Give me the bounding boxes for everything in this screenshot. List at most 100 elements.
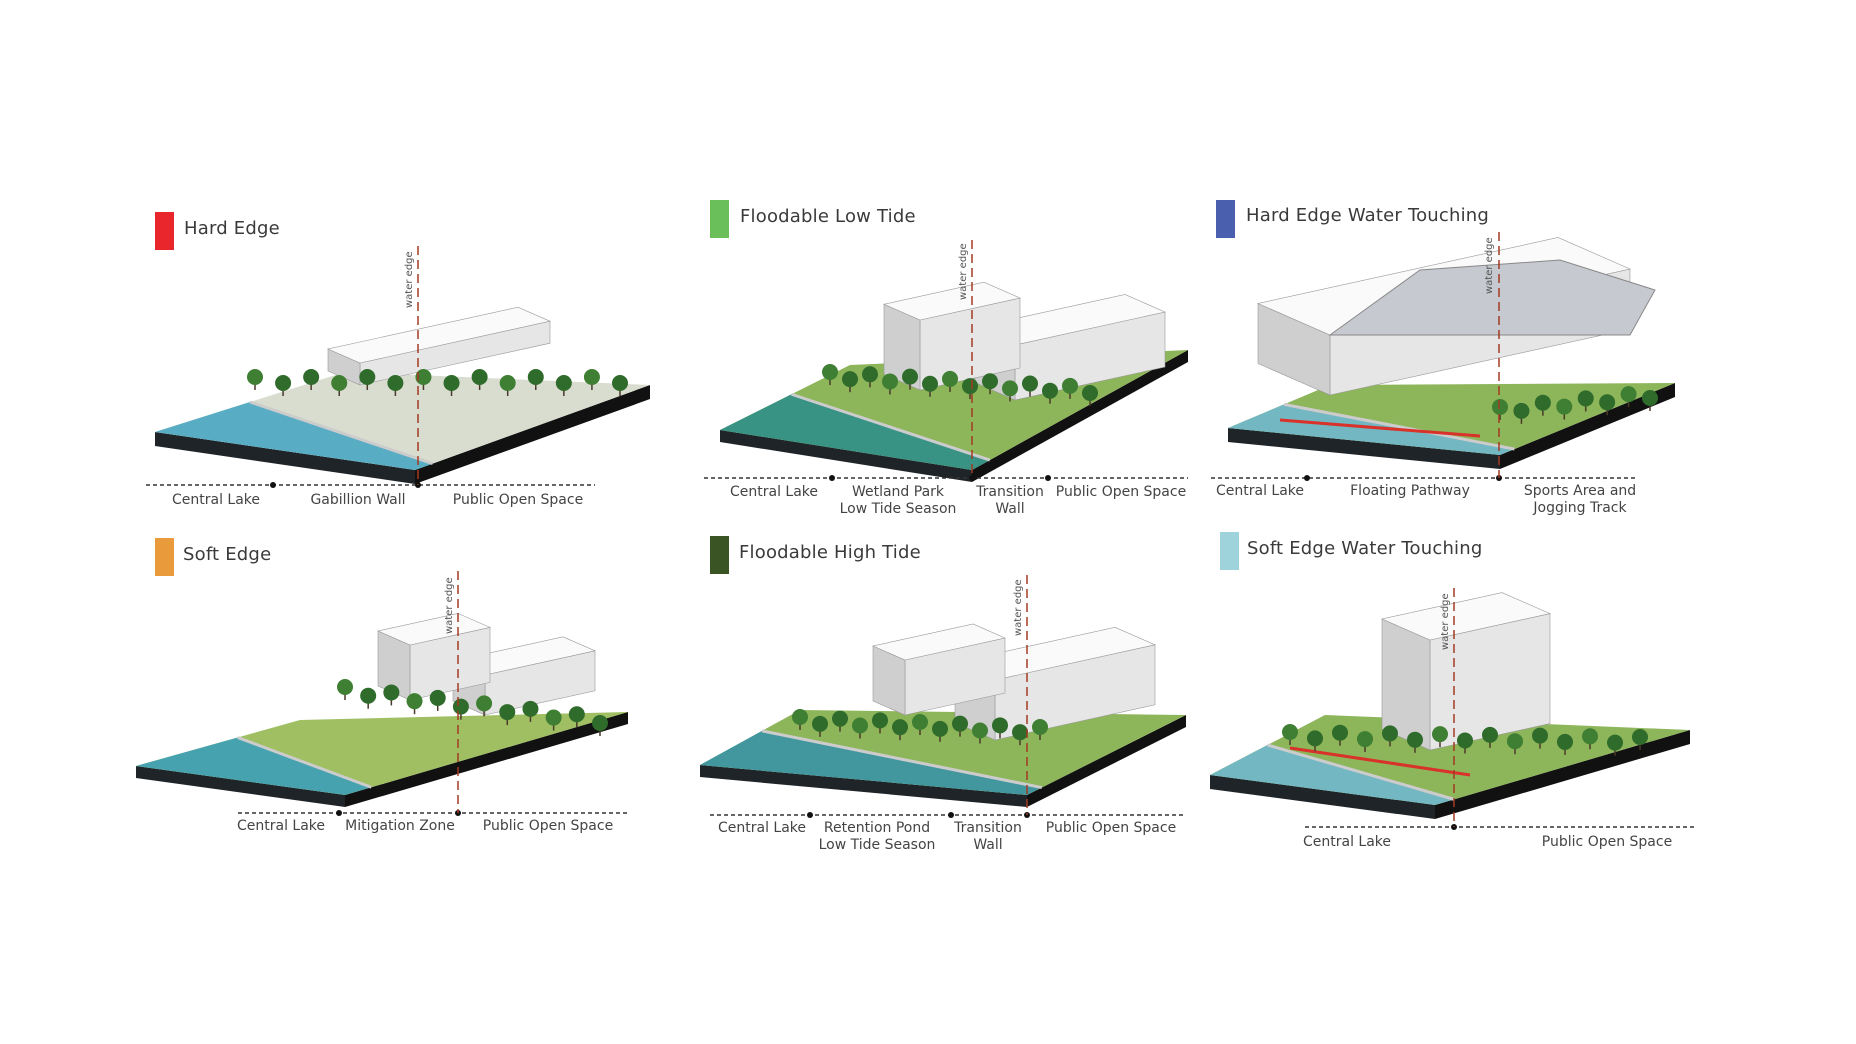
axis-marker (829, 475, 835, 481)
tree-icon (1532, 727, 1548, 744)
tree-icon (1357, 731, 1373, 748)
tree-icon (247, 369, 263, 385)
tree-icon (1382, 725, 1398, 742)
tree-icon (555, 375, 572, 391)
label-central-lake: Central Lake (717, 820, 807, 836)
tree-icon (499, 704, 516, 721)
axis-marker (948, 812, 954, 818)
slab-side (1435, 730, 1690, 819)
tree-icon (476, 695, 493, 712)
label-sports-area: Sports Area and Jogging Track (1523, 483, 1637, 516)
tree-icon (360, 687, 377, 704)
tree-icon (1307, 730, 1323, 747)
soft-edge-water-touching-swatch (1220, 532, 1239, 570)
axis-marker (336, 810, 342, 816)
pathway (1289, 746, 1471, 777)
tree-icon (1432, 726, 1448, 743)
tree-icon (912, 714, 928, 730)
tree-icon (443, 375, 460, 391)
tree-icon (1513, 402, 1530, 419)
label-central-lake: Central Lake (1302, 834, 1392, 850)
embankment (791, 392, 991, 462)
water-edge-label: water edge (1013, 579, 1024, 636)
embankment (249, 400, 434, 466)
tree-icon (568, 706, 585, 723)
tree-icon (383, 684, 400, 701)
tree-icon (1002, 380, 1018, 397)
tree-icon (1599, 394, 1616, 411)
embankment (761, 729, 1043, 790)
embankment (237, 736, 372, 789)
label-public-open-space: Public Open Space (1045, 820, 1177, 836)
axis-marker (1304, 475, 1310, 481)
water-surface (155, 402, 433, 470)
tree-icon (583, 369, 600, 385)
hard-edge-swatch (155, 212, 174, 250)
floodable-high-tide-swatch (710, 536, 729, 574)
water-surface (136, 737, 372, 795)
embankment (1283, 402, 1515, 451)
water-edge-label: water edge (958, 243, 969, 300)
tree-icon (1032, 719, 1048, 735)
label-central-lake: Central Lake (729, 484, 819, 500)
tree-icon (992, 717, 1008, 734)
panel-title-soft-edge-water-touching: Soft Edge Water Touching (1247, 538, 1483, 559)
hard-edge-water-touching-swatch (1216, 200, 1235, 238)
tree-icon (1022, 375, 1038, 392)
water-surface (700, 730, 1042, 795)
tree-icon (1082, 385, 1098, 401)
tree-icon (471, 369, 488, 385)
tree-icon (932, 720, 948, 737)
tree-icon (1282, 724, 1298, 740)
tree-icon (852, 717, 868, 734)
tree-icon (1062, 377, 1078, 394)
round-building (872, 623, 1006, 661)
tree-icon (812, 715, 828, 732)
label-wetland-park: Wetland Park Low Tide Season (839, 484, 957, 517)
slab-side (720, 430, 972, 482)
embankment (1267, 743, 1455, 801)
tree-icon (406, 693, 423, 710)
tree-icon (1482, 726, 1498, 743)
label-transition-wall: Transition Wall (954, 820, 1022, 853)
slab-side (136, 766, 345, 807)
water-surface (720, 394, 990, 470)
floodable-low-tide-swatch (710, 200, 729, 238)
tree-icon (387, 375, 404, 391)
slab-side (1210, 775, 1435, 819)
label-public-open-space: Public Open Space (482, 818, 614, 834)
tree-icon (922, 375, 938, 392)
panel-title-hard-edge-water-touching: Hard Edge Water Touching (1246, 205, 1490, 226)
slab-side (1500, 383, 1675, 469)
tree-icon (972, 722, 988, 739)
panel-title-soft-edge: Soft Edge (183, 544, 272, 565)
label-floating-pathway: Floating Pathway (1350, 483, 1470, 499)
tree-icon (275, 375, 292, 391)
tree-icon (1632, 729, 1648, 745)
tree-icon (792, 709, 808, 725)
water-surface (1210, 745, 1455, 805)
tree-icon (1407, 731, 1423, 748)
label-transition-wall: Transition Wall (976, 484, 1044, 517)
label-gabillion-wall: Gabillion Wall (310, 492, 406, 508)
tree-icon (331, 375, 348, 391)
tree-icon (1577, 390, 1594, 407)
water-surface (1228, 404, 1515, 455)
tree-icon (822, 364, 838, 380)
tree-icon (1457, 732, 1473, 749)
tree-icon (1012, 724, 1028, 741)
tree-icon (1607, 734, 1623, 751)
tree-icon (892, 719, 908, 736)
slab-side (972, 350, 1188, 482)
round-building (883, 281, 1021, 321)
label-central-lake: Central Lake (236, 818, 326, 834)
water-edge-label: water edge (404, 251, 415, 308)
tower-building (1381, 592, 1551, 641)
axis-marker (1045, 475, 1051, 481)
tree-icon (1507, 733, 1523, 750)
tree-icon (902, 368, 918, 385)
label-central-lake: Central Lake (171, 492, 261, 508)
tree-icon (612, 375, 628, 391)
tree-icon (522, 700, 539, 717)
slab-side (345, 712, 628, 807)
